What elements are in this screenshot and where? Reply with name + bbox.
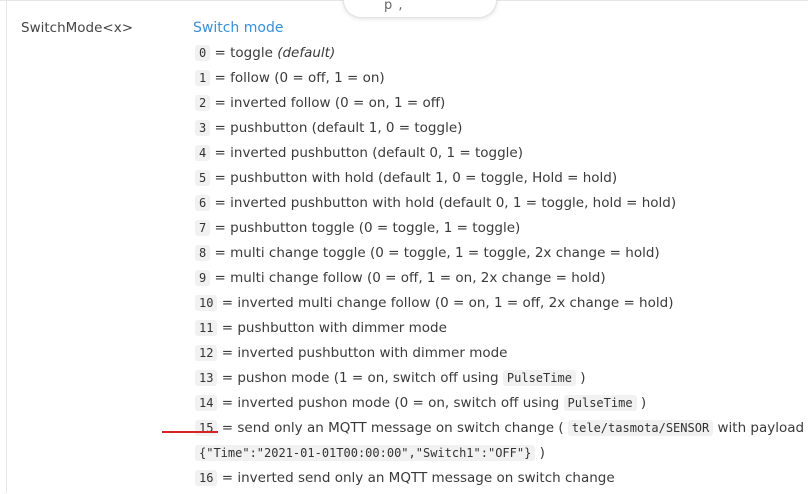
option-text-after: ) [539, 445, 545, 461]
option-code: 5 [195, 170, 211, 186]
option-text: = inverted pushon mode (0 = on, switch o… [221, 395, 564, 411]
option-11: 11 = pushbutton with dimmer mode [195, 319, 804, 344]
option-text: = follow (0 = off, 1 = on) [214, 70, 385, 86]
option-code: 14 [195, 395, 218, 411]
pulsetime-code: PulseTime [502, 370, 576, 386]
option-text: = multi change follow (0 = off, 1 = on, … [214, 270, 606, 286]
option-text-after: ) [640, 395, 647, 411]
option-code: 0 [195, 45, 211, 61]
mode-options-list: 0 = toggle (default) 1 = follow (0 = off… [195, 44, 804, 494]
option-default-note: (default) [277, 45, 336, 61]
option-1: 1 = follow (0 = off, 1 = on) [195, 69, 804, 94]
option-7: 7 = pushbutton toggle (0 = toggle, 1 = t… [195, 219, 804, 244]
option-code: 10 [195, 295, 218, 311]
option-text: = send only an MQTT message on switch ch… [221, 420, 564, 436]
option-2: 2 = inverted follow (0 = on, 1 = off) [195, 94, 804, 119]
option-15-payload: {"Time":"2021-01-01T00:00:00","Switch1":… [195, 444, 804, 469]
option-code: 13 [195, 370, 218, 386]
option-text: = inverted follow (0 = on, 1 = off) [214, 95, 446, 111]
option-code: 2 [195, 95, 211, 111]
option-text: = pushbutton (default 1, 0 = toggle) [214, 120, 463, 136]
option-text: = inverted send only an MQTT message on … [221, 470, 615, 486]
option-3: 3 = pushbutton (default 1, 0 = toggle) [195, 119, 804, 144]
option-5: 5 = pushbutton with hold (default 1, 0 =… [195, 169, 804, 194]
option-text: = multi change toggle (0 = toggle, 1 = t… [214, 245, 660, 261]
option-16: 16 = inverted send only an MQTT message … [195, 469, 804, 494]
topic-code: tele/tasmota/SENSOR [567, 420, 714, 436]
option-text: = inverted pushbutton with dimmer mode [221, 345, 508, 361]
option-code: 1 [195, 70, 211, 86]
option-6: 6 = inverted pushbutton with hold (defau… [195, 194, 804, 219]
option-text: = inverted pushbutton with hold (default… [214, 195, 677, 211]
option-code: 7 [195, 220, 211, 236]
option-9: 9 = multi change follow (0 = off, 1 = on… [195, 269, 804, 294]
option-text: = pushbutton with hold (default 1, 0 = t… [214, 170, 618, 186]
option-code: 9 [195, 270, 211, 286]
pulsetime-code: PulseTime [563, 395, 637, 411]
command-name: SwitchMode<x> [21, 20, 134, 36]
option-0: 0 = toggle (default) [195, 44, 804, 69]
option-10: 10 = inverted multi change follow (0 = o… [195, 294, 804, 319]
option-code: 3 [195, 120, 211, 136]
option-text: = inverted pushbutton (default 0, 1 = to… [214, 145, 524, 161]
annotation-underline [162, 431, 218, 433]
option-code: 16 [195, 470, 218, 486]
option-text: = inverted multi change follow (0 = on, … [221, 295, 674, 311]
option-text: = pushbutton toggle (0 = toggle, 1 = tog… [214, 220, 521, 236]
option-text: = pushon mode (1 = on, switch off using [221, 370, 503, 386]
option-code: 8 [195, 245, 211, 261]
option-text-after: with payload [717, 420, 805, 436]
option-text: = toggle [214, 45, 278, 61]
option-8: 8 = multi change toggle (0 = toggle, 1 =… [195, 244, 804, 269]
option-12: 12 = inverted pushbutton with dimmer mod… [195, 344, 804, 369]
switch-mode-link[interactable]: Switch mode [193, 20, 284, 36]
floating-search-tab[interactable]: p , [343, 0, 497, 18]
option-code: 15 [195, 420, 218, 436]
payload-code: {"Time":"2021-01-01T00:00:00","Switch1":… [195, 445, 536, 461]
option-text: = pushbutton with dimmer mode [221, 320, 447, 336]
search-tab-text: p , [384, 0, 404, 13]
option-code: 6 [195, 195, 211, 211]
left-border [6, 0, 7, 493]
option-15: 15 = send only an MQTT message on switch… [195, 419, 804, 444]
option-text-after: ) [580, 370, 586, 386]
option-code: 12 [195, 345, 218, 361]
option-4: 4 = inverted pushbutton (default 0, 1 = … [195, 144, 804, 169]
option-13: 13 = pushon mode (1 = on, switch off usi… [195, 369, 804, 394]
option-code: 11 [195, 320, 218, 336]
option-code: 4 [195, 145, 211, 161]
option-14: 14 = inverted pushon mode (0 = on, switc… [195, 394, 804, 419]
